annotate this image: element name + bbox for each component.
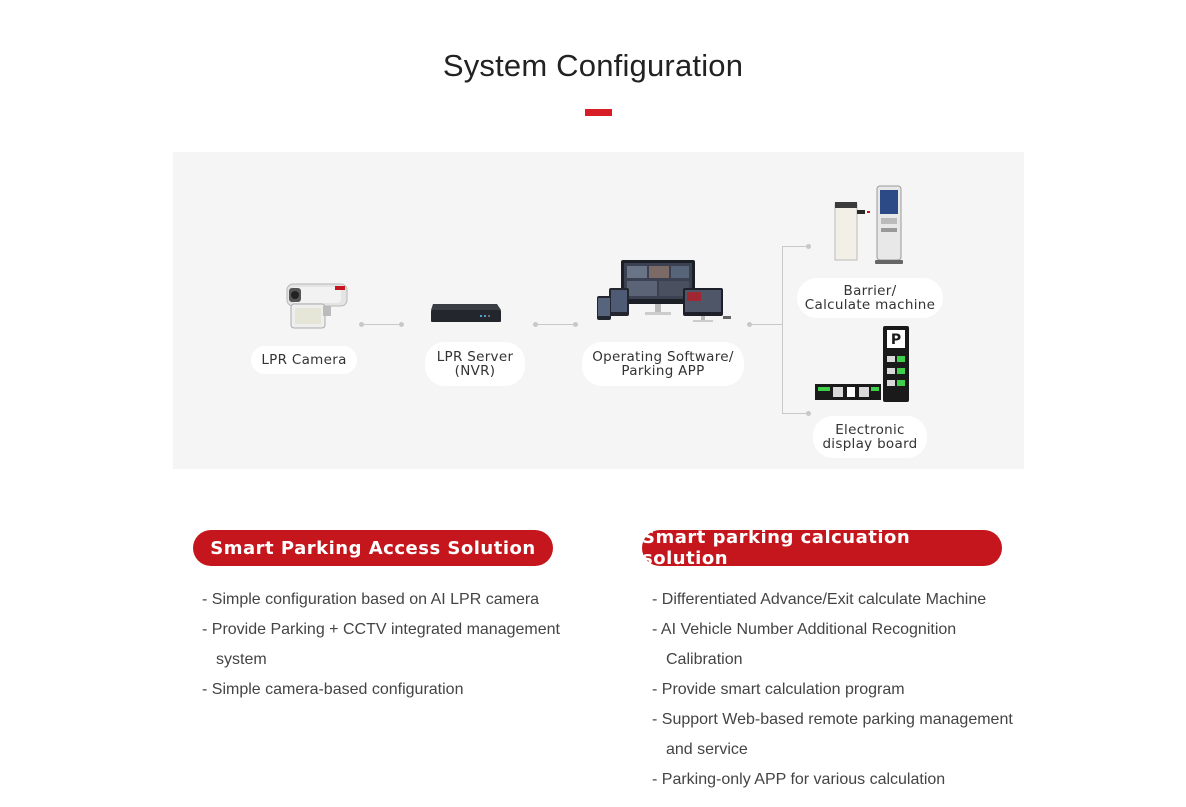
barrier-label-line1: Barrier/ — [843, 283, 897, 299]
list-item: - Simple camera-based configuration — [202, 681, 464, 698]
connector-branch-barrier — [782, 246, 808, 247]
connector-server-software — [537, 324, 575, 325]
connector-branch-display — [782, 413, 808, 414]
barrier-icon — [834, 185, 903, 264]
software-label: Operating Software/ Parking APP — [582, 342, 744, 386]
server-label-line2: (NVR) — [454, 363, 496, 379]
list-item: - Simple configuration based on AI LPR c… — [202, 591, 540, 608]
solution-access-badge: Smart Parking Access Solution — [193, 530, 553, 566]
connector-dot — [806, 411, 811, 416]
svg-text:P: P — [891, 332, 901, 348]
camera-label-text: LPR Camera — [261, 352, 347, 368]
solution-calculation-list: - Differentiated Advance/Exit calculate … — [652, 585, 1022, 795]
connector-software-branch — [751, 324, 783, 325]
display-label-line1: Electronic — [835, 422, 905, 438]
solution-calculation-badge: Smart parking calcuation solution — [642, 527, 1002, 569]
connector-branch-vertical — [782, 246, 783, 414]
list-item: - Differentiated Advance/Exit calculate … — [652, 591, 987, 608]
software-label-line1: Operating Software/ — [592, 349, 734, 365]
display-label: Electronic display board — [813, 416, 927, 458]
connector-dot — [359, 322, 364, 327]
connector-dot — [399, 322, 404, 327]
display-board-icon: P — [815, 326, 909, 402]
list-item: - Parking-only APP for various calculati… — [652, 771, 946, 788]
system-diagram: LPR Camera LPR Server (NVR) Operatin — [173, 152, 1024, 469]
solution-access-list: - Simple configuration based on AI LPR c… — [202, 585, 582, 705]
connector-dot — [533, 322, 538, 327]
connector-camera-server — [363, 324, 401, 325]
list-item: - Provide smart calculation program — [652, 681, 905, 698]
camera-label: LPR Camera — [251, 346, 357, 374]
connector-dot — [747, 322, 752, 327]
server-label-line1: LPR Server — [436, 349, 514, 365]
connector-dot — [573, 322, 578, 327]
barrier-label: Barrier/ Calculate machine — [797, 278, 943, 318]
nvr-icon — [431, 304, 501, 322]
list-item: - Support Web-based remote parking manag… — [652, 711, 1013, 758]
title-underline — [585, 109, 612, 116]
camera-icon — [286, 283, 348, 329]
software-label-line2: Parking APP — [621, 363, 705, 379]
server-label: LPR Server (NVR) — [425, 342, 525, 386]
barrier-label-line2: Calculate machine — [804, 297, 936, 313]
list-item: - Provide Parking + CCTV integrated mana… — [202, 621, 560, 668]
list-item: - AI Vehicle Number Additional Recogniti… — [652, 621, 957, 668]
monitor-icon — [597, 260, 731, 322]
connector-dot — [806, 244, 811, 249]
page-title: System Configuration — [442, 48, 744, 83]
display-label-line2: display board — [822, 436, 918, 452]
